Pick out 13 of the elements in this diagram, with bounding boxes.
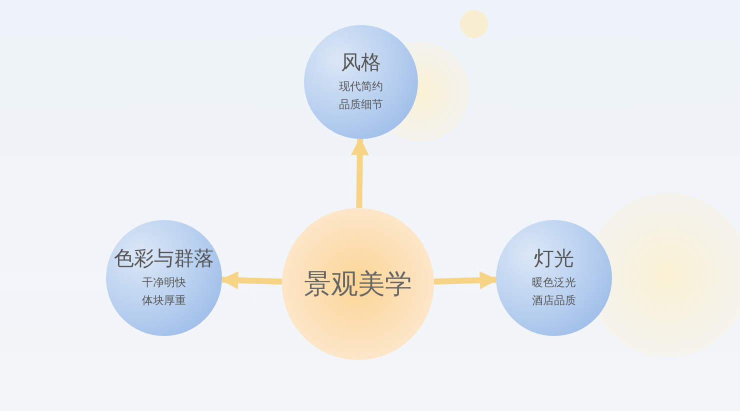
arrow — [220, 271, 282, 290]
node-text: 体块厚重 — [142, 293, 186, 309]
node-title: 灯光 — [534, 246, 574, 270]
node-text: 品质细节 — [339, 97, 383, 113]
arrow — [350, 137, 369, 208]
node-title: 风格 — [341, 50, 381, 74]
node-title: 色彩与群落 — [114, 246, 214, 270]
node-title: 景观美学 — [304, 268, 412, 302]
arrow — [434, 271, 498, 290]
node-text: 干净明快 — [142, 275, 186, 292]
node-text: 现代简约 — [339, 79, 383, 96]
node-text: 酒店品质 — [532, 293, 576, 309]
node-text: 暖色泛光 — [532, 275, 576, 292]
